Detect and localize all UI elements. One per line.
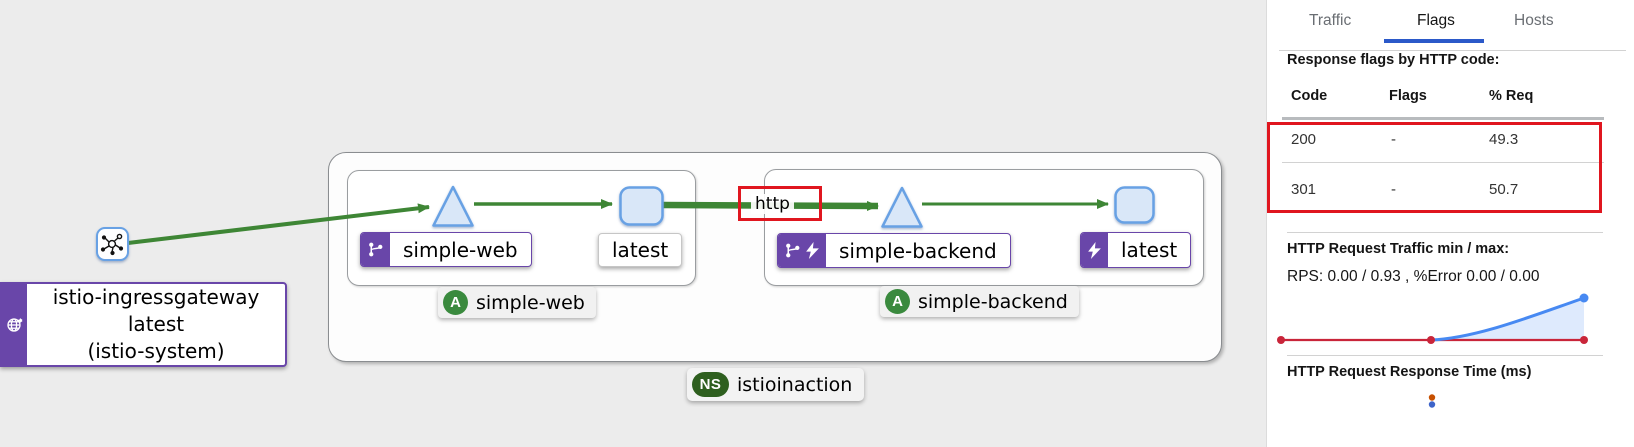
- traffic-sparkline: [1277, 293, 1589, 344]
- gateway-namespace: (istio-system): [87, 339, 225, 363]
- sparkline-point: [1580, 336, 1588, 344]
- gateway-label-text: istio-ingressgateway latest (istio-syste…: [27, 284, 285, 365]
- tab-traffic[interactable]: Traffic: [1309, 12, 1352, 29]
- table-row-divider: [1282, 162, 1604, 163]
- node-service-simple-web[interactable]: [432, 185, 474, 227]
- annotation-box-http: [738, 186, 822, 221]
- table-header-divider: [1282, 117, 1604, 120]
- virtual-service-icon: [361, 233, 390, 266]
- traffic-summary: RPS: 0.00 / 0.93 , %Error 0.00 / 0.00: [1287, 268, 1540, 285]
- sparkline-point: [1427, 336, 1435, 344]
- app-label-text: simple-backend: [918, 290, 1068, 313]
- col-header-flags: Flags: [1389, 88, 1427, 104]
- namespace-badge-istioinaction[interactable]: NS istioinaction: [687, 368, 865, 401]
- response-time-dot-blue: [1428, 401, 1436, 408]
- virtual-service-and-lightning-icons: [778, 234, 826, 267]
- divider: [1287, 232, 1603, 233]
- response-time-dots: [1428, 394, 1436, 408]
- app-badge-simple-web[interactable]: A simple-web: [438, 287, 596, 318]
- annotation-box-flag-rows: [1267, 122, 1602, 213]
- graph-canvas: [96, 185, 1155, 261]
- node-workload-simple-web-latest[interactable]: [619, 186, 664, 226]
- gateway-version: latest: [127, 312, 185, 336]
- response-time-dot-orange: [1428, 394, 1436, 401]
- app-icon: A: [443, 290, 468, 315]
- label-workload-simple-backend-latest[interactable]: latest: [1080, 232, 1192, 268]
- app-label-text: simple-web: [476, 291, 585, 314]
- workload-label-text: latest: [1121, 238, 1178, 262]
- node-workload-simple-backend-latest[interactable]: [1114, 186, 1155, 224]
- table-row-code: 200: [1291, 131, 1317, 148]
- mesh-icon: [100, 233, 124, 256]
- table-row-pct: 50.7: [1489, 181, 1519, 198]
- sparkline-rps-line: [1430, 296, 1585, 342]
- tab-hosts[interactable]: Hosts: [1514, 12, 1554, 29]
- table-row-flags: -: [1391, 181, 1396, 198]
- tab-flags[interactable]: Flags: [1417, 12, 1455, 29]
- col-header-code: Code: [1291, 88, 1328, 104]
- response-time-section-title: HTTP Request Response Time (ms): [1287, 364, 1532, 380]
- app-icon: A: [885, 289, 910, 314]
- edge-label-http[interactable]: http: [751, 194, 794, 214]
- table-row-code: 301: [1291, 181, 1317, 198]
- sparkline-area: [1431, 298, 1584, 340]
- service-label-text: simple-web: [403, 237, 518, 262]
- table-row-flags: -: [1391, 131, 1396, 148]
- traffic-section-title: HTTP Request Traffic min / max:: [1287, 241, 1510, 257]
- lightning-icon: [1081, 233, 1108, 267]
- active-tab-indicator: [1384, 39, 1484, 43]
- node-service-simple-backend[interactable]: [881, 186, 923, 228]
- flags-section-title: Response flags by HTTP code:: [1287, 52, 1500, 68]
- namespace-label-text: istioinaction: [737, 373, 853, 396]
- service-label-text: simple-backend: [839, 238, 997, 263]
- label-workload-simple-web-latest[interactable]: latest: [598, 233, 683, 267]
- node-istio-ingressgateway[interactable]: [96, 227, 129, 261]
- ns-icon: NS: [692, 372, 729, 397]
- divider: [1287, 355, 1603, 356]
- sparkline-point: [1277, 336, 1285, 344]
- label-service-simple-web[interactable]: simple-web: [360, 232, 532, 267]
- edge-gateway-to-simple-web[interactable]: [127, 203, 430, 245]
- sparkline-point-max: [1579, 293, 1589, 303]
- gateway-icon: [2, 284, 27, 365]
- side-panel: Traffic Flags Hosts Response flags by HT…: [1266, 0, 1634, 447]
- label-istio-ingressgateway[interactable]: istio-ingressgateway latest (istio-syste…: [0, 282, 287, 367]
- gateway-name: istio-ingressgateway: [52, 285, 260, 309]
- app-badge-simple-backend[interactable]: A simple-backend: [880, 286, 1079, 317]
- divider: [1279, 50, 1626, 51]
- label-service-simple-backend[interactable]: simple-backend: [777, 233, 1011, 268]
- table-row-pct: 49.3: [1489, 131, 1519, 148]
- workload-label-text: latest: [612, 238, 669, 262]
- col-header-pct-req: % Req: [1489, 88, 1534, 104]
